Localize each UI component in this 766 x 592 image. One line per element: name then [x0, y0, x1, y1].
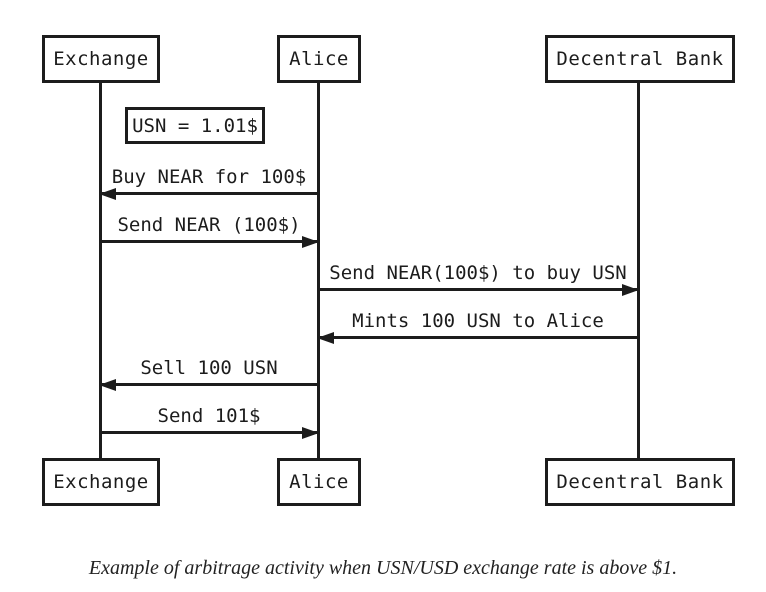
message-send-near-100: Send NEAR (100$)	[100, 209, 319, 248]
arrowhead-left-icon	[317, 331, 334, 344]
arrowhead-right-icon	[622, 283, 639, 296]
message-arrow-line	[100, 235, 319, 248]
arrowhead-left-icon	[99, 378, 116, 391]
actor-exchange-label: Exchange	[53, 471, 149, 493]
note-usn-rate: USN = 1.01$	[125, 107, 265, 144]
actor-exchange-top: Exchange	[42, 35, 160, 83]
message-arrow-line	[100, 426, 319, 439]
arrowhead-right-icon	[302, 426, 319, 439]
actor-alice-label: Alice	[289, 471, 349, 493]
actor-alice-top: Alice	[277, 35, 361, 83]
message-arrow-line	[318, 283, 639, 296]
actor-decentral-bank-top: Decentral Bank	[545, 35, 735, 83]
actor-alice-bottom: Alice	[277, 458, 361, 506]
message-arrow-line	[99, 187, 318, 200]
arrowhead-right-icon	[302, 235, 319, 248]
lifeline-exchange	[99, 83, 102, 458]
note-usn-rate-text: USN = 1.01$	[132, 114, 258, 137]
message-label: Send 101$	[157, 405, 261, 427]
message-arrow-line	[317, 331, 638, 344]
message-send-101: Send 101$	[100, 400, 319, 439]
lifeline-decentral-bank	[637, 83, 640, 458]
actor-exchange-label: Exchange	[53, 48, 149, 70]
actor-decentral-bank-bottom: Decentral Bank	[545, 458, 735, 506]
message-sell-100-usn: Sell 100 USN	[99, 352, 318, 391]
actor-alice-label: Alice	[289, 48, 349, 70]
figure-caption: Example of arbitrage activity when USN/U…	[88, 557, 678, 579]
actor-decentral-bank-label: Decentral Bank	[556, 471, 724, 493]
message-label: Sell 100 USN	[140, 357, 278, 379]
message-mints-100-usn: Mints 100 USN to Alice	[317, 305, 638, 344]
message-send-near-to-buy-usn: Send NEAR(100$) to buy USN	[318, 257, 639, 296]
message-buy-near-for-100: Buy NEAR for 100$	[99, 161, 318, 200]
message-label: Send NEAR (100$)	[117, 214, 301, 236]
message-label: Send NEAR(100$) to buy USN	[329, 262, 627, 284]
message-label: Mints 100 USN to Alice	[352, 310, 604, 332]
actor-exchange-bottom: Exchange	[42, 458, 160, 506]
message-label: Buy NEAR for 100$	[111, 166, 307, 188]
actor-decentral-bank-label: Decentral Bank	[556, 48, 724, 70]
lifeline-alice	[317, 83, 320, 458]
message-arrow-line	[99, 378, 318, 391]
arrowhead-left-icon	[99, 187, 116, 200]
